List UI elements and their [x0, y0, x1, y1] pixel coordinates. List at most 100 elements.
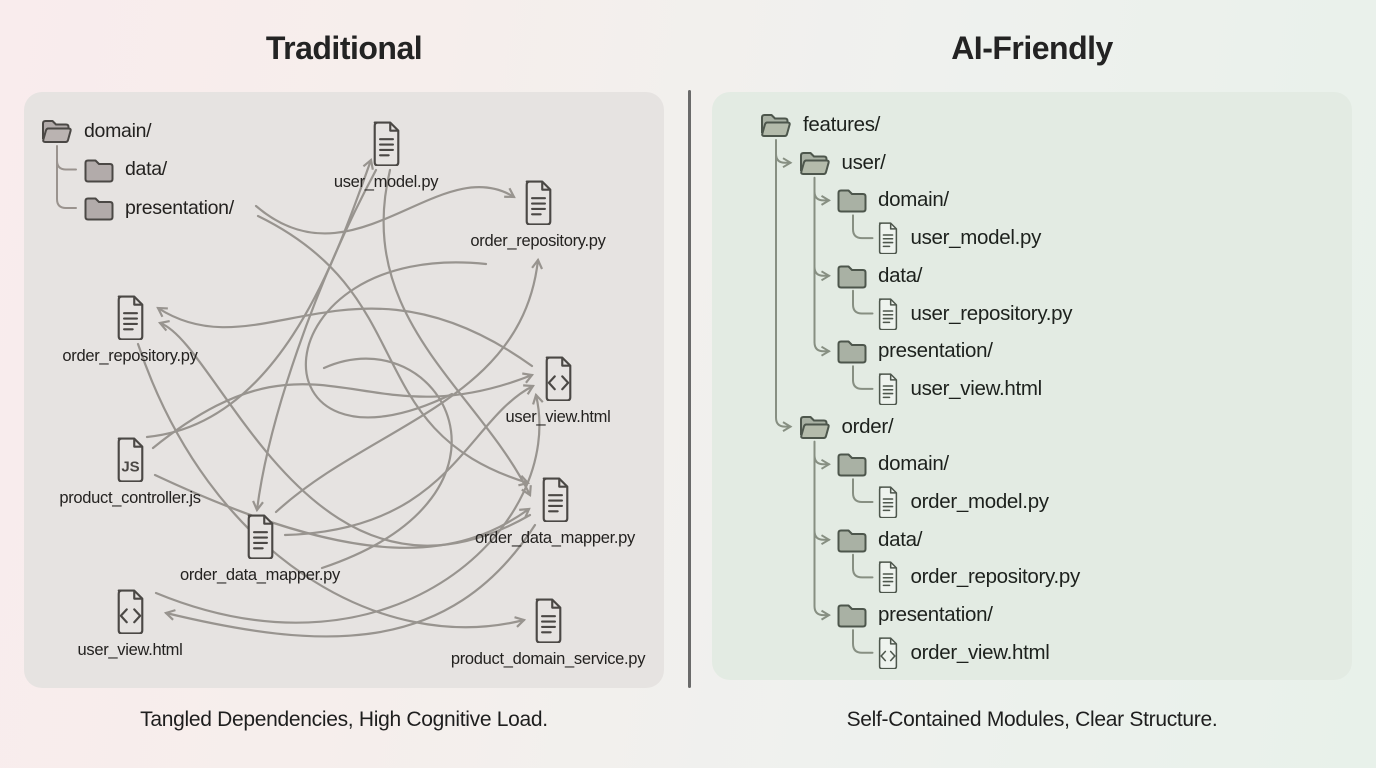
- tree-connector: [775, 152, 793, 169]
- file-row-order-repository-py: order_repository.py: [875, 558, 1080, 596]
- right-title: AI-Friendly: [951, 30, 1113, 66]
- folder-icon: [83, 195, 115, 221]
- doc-file-icon: [875, 373, 901, 405]
- tree-row-label: data/: [878, 527, 923, 551]
- folder-icon: [836, 602, 868, 628]
- product-controller-node: JS product_controller.js: [10, 437, 250, 508]
- tree-connector: [852, 478, 874, 503]
- order-repository-left-node: order_repository.py: [10, 295, 250, 366]
- doc-file-icon: [537, 477, 574, 526]
- dependency-arrow-user_view_right-to-order_repository_left: [156, 306, 534, 368]
- js-file-icon: JS: [112, 437, 149, 486]
- tree-row-label: domain/: [84, 119, 152, 142]
- file-node-label: order_repository.py: [470, 232, 606, 250]
- dependency-arrow-user_view_bottom-to-user_view_right: [154, 392, 544, 624]
- tangle-curve: [320, 357, 453, 570]
- dependency-arrow-product_controller-to-user_view_right: [151, 372, 535, 450]
- tree-row-label: user_model.py: [910, 226, 1042, 250]
- svg-text:JS: JS: [121, 458, 139, 475]
- tree-row-label: domain/: [878, 188, 949, 212]
- doc-file-icon: [520, 180, 557, 229]
- dependency-arrow-order_repository_left-to-product_domain_service: [136, 342, 527, 629]
- folder-row-presentation: presentation/: [836, 596, 993, 634]
- tree-row-label: data/: [878, 263, 923, 287]
- tree-row-label: user_repository.py: [910, 301, 1073, 325]
- folder-open-icon: [798, 150, 832, 176]
- file-node-label: order_data_mapper.py: [474, 529, 636, 547]
- tree-connector: [813, 529, 831, 546]
- doc-file-icon: [530, 598, 567, 647]
- tree-row-label: order_repository.py: [910, 565, 1081, 589]
- folder-row-features: features/: [759, 106, 880, 144]
- dependency-arrow-order_data_mapper_right-to-user_view_bottom: [163, 523, 537, 638]
- file-node-label: product_controller.js: [59, 489, 201, 507]
- tree-connector: [852, 629, 874, 654]
- file-row-user-model-py: user_model.py: [875, 219, 1042, 257]
- code-file-icon: [875, 637, 901, 669]
- code-file-icon: [540, 356, 577, 405]
- file-node-label: user_view.html: [505, 408, 611, 426]
- tree-connector: [813, 176, 831, 357]
- folder-icon: [83, 157, 115, 183]
- tree-row-label: order_view.html: [910, 640, 1050, 664]
- tree-connector: [852, 214, 874, 240]
- folder-row-presentation: presentation/: [836, 332, 993, 370]
- folder-row-order: order/: [798, 408, 894, 446]
- folder-icon: [836, 187, 868, 213]
- folder-icon: [836, 451, 868, 477]
- tree-connector: [813, 454, 831, 470]
- tree-connector: [852, 553, 874, 579]
- tree-connector: [813, 190, 831, 206]
- folder-open-icon: [40, 118, 74, 144]
- right-caption: Self-Contained Modules, Clear Structure.: [846, 708, 1218, 731]
- order-repository-top-node: order_repository.py: [418, 180, 658, 251]
- left-title: Traditional: [265, 30, 423, 66]
- folder-icon: [836, 527, 868, 553]
- dependency-arrows: [136, 157, 544, 638]
- folder-icon: [836, 263, 868, 289]
- user-view-bottom-node: user_view.html: [10, 589, 250, 660]
- doc-file-icon: [875, 297, 901, 330]
- tree-connector: [56, 159, 77, 171]
- tree-connector: [813, 265, 831, 282]
- file-row-order-model-py: order_model.py: [875, 483, 1049, 521]
- center-divider: [688, 90, 691, 688]
- traditional-panel: domain/ data/ presentation/ user_model.p…: [24, 92, 664, 688]
- tree-row-label: user_view.html: [910, 376, 1043, 400]
- left-tree-connectors: [56, 145, 77, 209]
- order-data-mapper-mid-node: order_data_mapper.py: [140, 514, 380, 585]
- file-node-label: user_view.html: [77, 641, 183, 659]
- doc-file-icon: [875, 222, 901, 255]
- tree-row-label: order_model.py: [910, 490, 1050, 513]
- doc-file-icon: [112, 295, 149, 344]
- doc-file-icon: [368, 121, 405, 170]
- tree-row-label: presentation/: [878, 339, 993, 363]
- folder-open-icon: [798, 414, 832, 440]
- tree-row-label: user/: [841, 150, 886, 174]
- tree-connector: [775, 139, 793, 432]
- file-node-label: order_repository.py: [62, 347, 198, 365]
- file-node-label: user_model.py: [333, 173, 439, 191]
- file-row-user-view-html: user_view.html: [875, 370, 1042, 408]
- tree-connector: [813, 440, 831, 621]
- tree-connector: [852, 365, 874, 390]
- doc-file-icon: [875, 486, 901, 518]
- dependency-arrow-user_model-to-order_data_mapper_right: [382, 168, 532, 497]
- tree-row-label: domain/: [878, 452, 949, 476]
- file-row-user-repository-py: user_repository.py: [875, 295, 1073, 333]
- user-view-right-node: user_view.html: [438, 356, 678, 427]
- tangle-curve: [304, 261, 488, 419]
- folder-row-data: data/: [836, 521, 922, 559]
- folder-row-data: data/: [836, 257, 922, 295]
- dependency-arrow-product_controller-to-user_model: [145, 157, 374, 439]
- product-domain-service-node: product_domain_service.py: [428, 598, 668, 669]
- tree-connector: [852, 289, 874, 315]
- user-model-node: user_model.py: [266, 121, 506, 192]
- dependency-arrow-order_data_mapper_mid-to-order_repository_top: [274, 257, 544, 514]
- tree-row-label: presentation/: [878, 603, 993, 627]
- code-file-icon: [112, 589, 149, 638]
- dependency-arrow-product_controller-to-order_data_mapper_right: [153, 473, 531, 549]
- dependency-arrow-presentation_folder-to-order_data_mapper_right: [256, 214, 531, 487]
- doc-file-icon: [875, 561, 901, 594]
